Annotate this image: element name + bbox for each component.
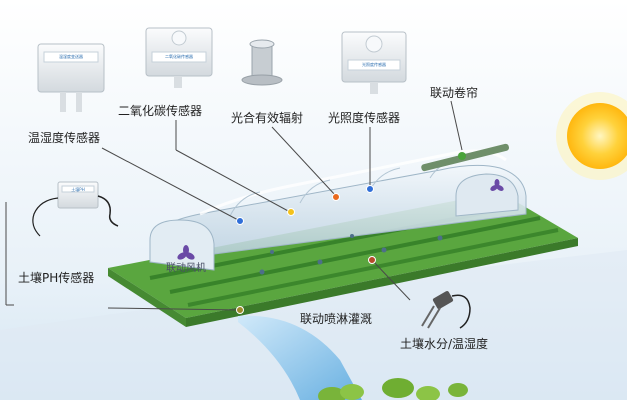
sensor-device-icon-co2 xyxy=(145,27,213,88)
label-illuminance: 光照度传感器 xyxy=(328,111,401,125)
sun-icon xyxy=(556,92,627,180)
plate-ph: 土壤PH xyxy=(71,187,85,192)
marker-illuminance xyxy=(366,185,374,193)
marker-co2 xyxy=(287,208,295,216)
plate-light: 光照度传感器 xyxy=(362,62,386,67)
fan-icon-right xyxy=(490,179,504,191)
marker-soil xyxy=(368,256,376,264)
marker-ph xyxy=(236,306,244,314)
sensor-device-icon-light xyxy=(341,31,407,94)
label-curtain: 联动卷帘 xyxy=(430,86,479,100)
leader-lines xyxy=(5,100,463,311)
fan-icon xyxy=(177,245,195,260)
water-stream xyxy=(238,315,362,400)
marker-humidity xyxy=(236,217,244,225)
sensor-device-icon xyxy=(37,43,105,112)
label-fan: 联动风机 xyxy=(166,263,206,274)
label-humidity-temp: 温湿度传感器 xyxy=(28,131,101,145)
label-soil-ph: 土壤PH传感器 xyxy=(18,271,95,285)
plate-co2: 二氧化碳传感器 xyxy=(165,54,193,59)
label-sprinkler: 联动喷淋灌溉 xyxy=(300,312,373,326)
label-par: 光合有效辐射 xyxy=(231,111,304,125)
plate-humidity: 温湿度变送器 xyxy=(59,54,83,59)
label-co2: 二氧化碳传感器 xyxy=(118,104,203,118)
par-sensor-icon xyxy=(241,39,283,86)
trees xyxy=(318,378,468,400)
marker-par xyxy=(332,193,340,201)
ph-device-icon xyxy=(32,181,119,237)
label-soil-moisture: 土壤水分/温湿度 xyxy=(400,337,489,351)
probe-icon xyxy=(421,291,471,329)
